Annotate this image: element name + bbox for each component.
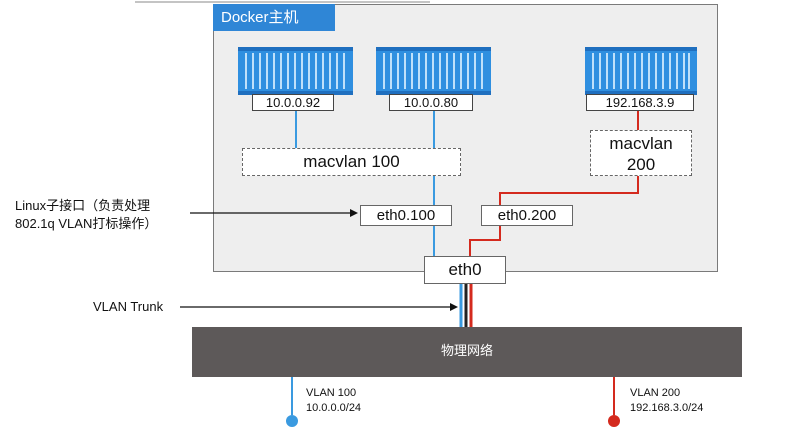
vlan-200-subnet: 192.168.3.0/24: [630, 402, 704, 414]
physical-network-label: 物理网络: [440, 344, 493, 359]
macvlan-200-label-line2: 200: [626, 155, 656, 174]
container-ip-label: 10.0.0.92: [252, 94, 334, 111]
trunk-arrow-head: [450, 303, 458, 311]
vlan-100-subnet: 10.0.0.0/24: [306, 402, 362, 414]
link-macvlan200-eth0200: [499, 175, 639, 205]
container-icon: [238, 47, 353, 95]
physical-network-bar: [192, 327, 742, 377]
linux-subif-annotation-line2: 802.1q VLAN打标操作）: [15, 216, 158, 231]
vlan-200-name: VLAN 200: [630, 387, 681, 399]
vlan100-dot: [286, 415, 298, 427]
linux-subif-annotation-line1: Linux子接口（负责处理: [15, 198, 151, 213]
container-icon: [376, 47, 491, 95]
eth0-200-subinterface: eth0.200: [481, 205, 573, 226]
docker-host-label: Docker主机: [213, 4, 335, 31]
vlan-trunk-annotation: VLAN Trunk: [93, 299, 164, 314]
container-icon: [585, 47, 697, 95]
macvlan-100-network: macvlan 100: [242, 148, 461, 176]
vlan200-dot: [608, 415, 620, 427]
eth0-interface: eth0: [424, 256, 506, 284]
vlan-100-name: VLAN 100: [306, 387, 357, 399]
container-ip-label: 10.0.0.80: [389, 94, 473, 111]
subif-arrow-head: [350, 209, 358, 217]
eth0-100-subinterface: eth0.100: [360, 205, 452, 226]
macvlan-200-network: macvlan 200: [590, 130, 692, 176]
macvlan-200-label-line1: macvlan: [609, 134, 673, 153]
container-ip-label: 192.168.3.9: [586, 94, 694, 111]
link-eth0200-eth0: [469, 225, 501, 256]
